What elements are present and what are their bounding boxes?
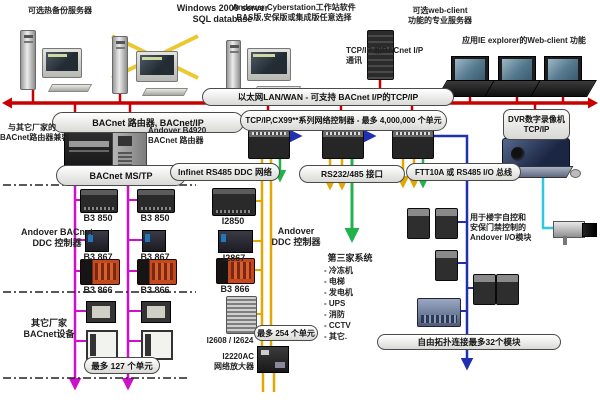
dvr-bus-label: DVR数字录像机 TCP/IP bbox=[503, 109, 570, 140]
laptop-screen bbox=[451, 56, 489, 84]
b3-867-controller bbox=[142, 230, 166, 252]
andover-ddc-label: Andover DDC 控制器 bbox=[271, 226, 321, 247]
b3-867-controller bbox=[85, 230, 109, 252]
bus-arrow-right bbox=[588, 97, 598, 109]
monitor bbox=[42, 48, 82, 78]
b3-850-controller bbox=[137, 189, 175, 213]
b3-867-label: B3 867 bbox=[83, 252, 113, 262]
cctv-camera-body bbox=[553, 221, 585, 238]
web-client-laptop bbox=[530, 56, 597, 98]
third-party-bacnet-device bbox=[86, 301, 116, 323]
server-tower bbox=[20, 30, 36, 90]
b3-866-controller bbox=[137, 259, 177, 285]
laptop-screen bbox=[498, 56, 536, 84]
cx99-network-controller bbox=[322, 130, 364, 159]
other-vendor-device-label: 其它厂家 BACnet设备 bbox=[23, 318, 75, 339]
andover-io-module bbox=[473, 274, 496, 305]
third-party-item: - 其它. bbox=[324, 332, 348, 341]
ie-webclient-label: 应用IE explorer的Web-client 功能 bbox=[462, 36, 586, 45]
ftt10a-bus-label: FTT10A 或 RS485 I/O 总线 bbox=[406, 163, 521, 181]
andover-io-wide-module bbox=[417, 298, 461, 327]
dvr-mouse bbox=[570, 169, 581, 178]
bacnet-mstp-label: BACnet MS/TP bbox=[56, 165, 186, 186]
b3-866-label: B3 866 bbox=[140, 285, 170, 295]
i2850-controller bbox=[212, 188, 256, 216]
b3-867-label: B3 867 bbox=[140, 252, 170, 262]
web-client-server bbox=[367, 30, 394, 80]
i2850-label: I2850 bbox=[221, 216, 245, 226]
pc-tower bbox=[226, 40, 241, 92]
free-topology-label: 自由拓扑连接最多32个模块 bbox=[377, 334, 561, 350]
third-party-item: - UPS bbox=[324, 299, 346, 308]
b3-866-label: B3 866 bbox=[220, 284, 250, 294]
sql-server-workstation bbox=[112, 33, 202, 99]
win2000-label: Windows 2000 server SQL database bbox=[176, 3, 269, 24]
cx99-network-controller bbox=[248, 130, 290, 159]
cctv-camera-mount bbox=[563, 236, 567, 245]
third-party-item: - 发电机 bbox=[324, 288, 353, 297]
infinet-lines bbox=[250, 157, 421, 392]
i2220ac-label: I2220AC 网络放大器 bbox=[214, 352, 254, 371]
server-tower bbox=[112, 36, 128, 94]
b3-850-label: B3 850 bbox=[83, 213, 113, 223]
andover-io-module bbox=[435, 208, 458, 239]
third-party-item: - 电梯 bbox=[324, 277, 345, 286]
b3-866-label: B3 866 bbox=[83, 285, 113, 295]
third-party-bacnet-device bbox=[141, 330, 173, 360]
rs232-bus-label: RS232/485 接口 bbox=[299, 165, 405, 183]
io-bus-lines bbox=[289, 129, 475, 371]
tcpip-bacnet-label: TCP/IP 和BACnet I/P 通讯 bbox=[346, 46, 424, 65]
andover-io-module bbox=[407, 208, 430, 239]
backup-server-label: 可选热备份服务器 bbox=[28, 6, 92, 15]
laptop-base bbox=[530, 80, 597, 97]
andover-bacnet-ddc-label: Andover BACnet DDC 控制器 bbox=[20, 227, 93, 248]
i2867-controller bbox=[218, 230, 253, 253]
b3-850-label: B3 850 bbox=[140, 213, 170, 223]
i2608-i2624-controller bbox=[226, 296, 257, 334]
camera-link bbox=[541, 177, 553, 230]
laptop-screen bbox=[544, 56, 582, 84]
cx99-network-controller bbox=[392, 130, 434, 159]
cctv-camera-lens bbox=[582, 223, 597, 237]
b3-866-controller bbox=[80, 259, 120, 285]
webclient-server-label: 可选web-client 功能的专业服务器 bbox=[408, 6, 472, 25]
third-party-bacnet-device bbox=[86, 330, 118, 360]
cx99-bus-label: TCP/IP,CX99**系列网络控制器 - 最多 4,000,000 个单元 bbox=[240, 110, 447, 131]
third-party-item: - 冷冻机 bbox=[324, 266, 353, 275]
max-254-units-label: 最多 254 个单元 bbox=[254, 325, 318, 341]
web-client-laptop bbox=[484, 56, 551, 98]
max-127-units-label: 最多 127 个单元 bbox=[84, 357, 160, 374]
andover-io-module bbox=[435, 250, 458, 281]
monitor bbox=[247, 48, 291, 81]
io-modules-label: 用于楼宇自控和 安保门禁控制的 Andover I/O模块 bbox=[470, 213, 532, 242]
third-party-bacnet-device bbox=[141, 301, 171, 323]
third-party-item: - 消防 bbox=[324, 310, 345, 319]
infinet-bus-label: Infinet RS485 DDC 网络 bbox=[170, 163, 280, 181]
web-client-laptop bbox=[437, 56, 504, 98]
other-vendor-router-label: 与其它厂家的 BACnet路由器兼容 bbox=[0, 123, 70, 142]
b3-850-controller bbox=[80, 189, 118, 213]
keyboard bbox=[47, 84, 93, 92]
monitor-screen bbox=[140, 55, 174, 75]
monitor-screen bbox=[46, 52, 78, 71]
b3-866-controller bbox=[216, 258, 255, 284]
third-party-item: - CCTV bbox=[324, 321, 351, 330]
i2220ac-repeater bbox=[257, 346, 289, 373]
b4920-label: Andover B4920 BACnet 路由器 bbox=[148, 126, 207, 145]
cyberstation-workstation bbox=[226, 40, 316, 98]
ethernet-lan-label: 以太网LAN/WAN - 可支持 BACnet I/P的TCP/IP bbox=[202, 88, 454, 106]
backup-server-workstation bbox=[20, 30, 105, 98]
andover-io-module bbox=[496, 274, 519, 305]
monitor-screen bbox=[251, 52, 287, 74]
i2867-label: I2867 bbox=[222, 253, 246, 263]
keyboard bbox=[141, 88, 189, 96]
bus-arrow-left bbox=[2, 97, 12, 109]
i2608-label: I2608 / I2624 bbox=[206, 336, 254, 345]
monitor bbox=[136, 51, 178, 82]
third-party-systems-title: 第三家系统 bbox=[327, 253, 373, 263]
cyberstation-label: Andover Cyberstation工作站软件 BAS版,安保版或集成版任意… bbox=[232, 3, 356, 22]
